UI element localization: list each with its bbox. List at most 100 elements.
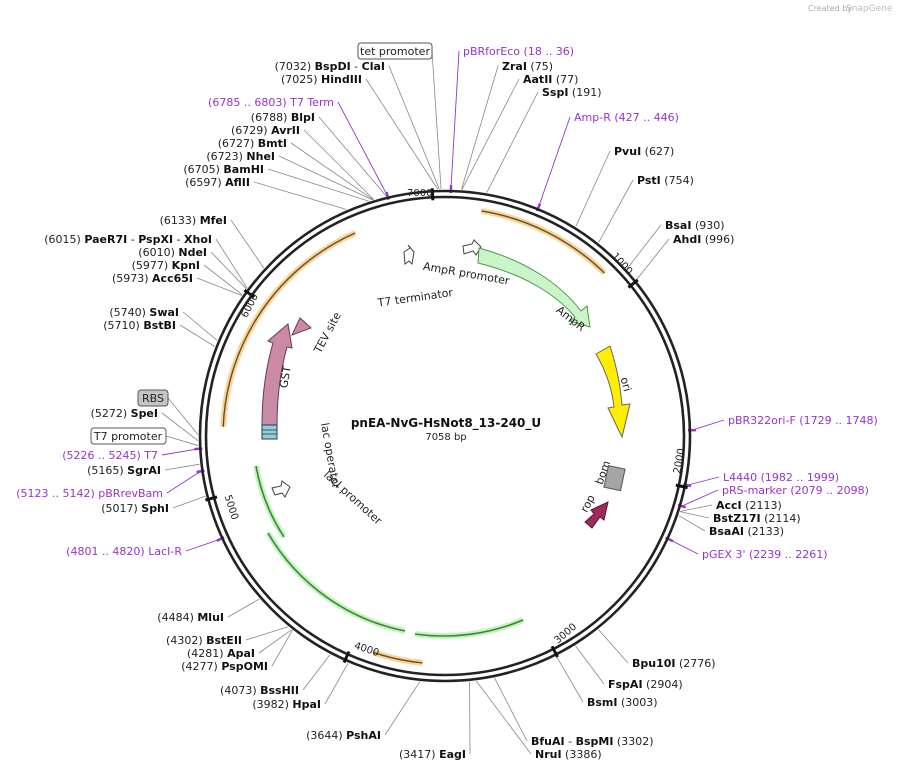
enzyme-site-mfei[interactable]: (6133) MfeI bbox=[160, 214, 227, 227]
feature-bom-box[interactable] bbox=[603, 464, 626, 492]
feature-lac-operator-box[interactable] bbox=[261, 424, 278, 440]
enzyme-site-bsteii[interactable]: (4302) BstEII bbox=[166, 634, 242, 647]
site-line-627 bbox=[575, 150, 611, 227]
primer-t7[interactable]: (5226 .. 5245) T7 bbox=[62, 449, 158, 462]
enzyme-position: (7025) bbox=[281, 73, 321, 86]
enzyme-site-hindiii[interactable]: (7025) HindIII bbox=[281, 73, 362, 86]
plasmid-size: 7058 bp bbox=[425, 432, 466, 443]
enzyme-position: (5740) bbox=[109, 306, 149, 319]
enzyme-site-bspdi[interactable]: (7032) BspDI - ClaI bbox=[275, 60, 385, 73]
enzyme-site-pvui[interactable]: PvuI (627) bbox=[614, 145, 674, 158]
feature-gst-arrow[interactable] bbox=[261, 323, 293, 426]
enzyme-name: PspOMI bbox=[221, 660, 268, 673]
enzyme-name: HindIII bbox=[321, 73, 362, 86]
site-line-3644 bbox=[384, 681, 421, 736]
feature-t7-terminator-arrow[interactable] bbox=[403, 244, 415, 266]
enzyme-site-bsaai[interactable]: BsaAI (2133) bbox=[709, 525, 784, 538]
enzyme-name: HpaI bbox=[292, 698, 321, 711]
enzyme-site-bpu10i[interactable]: Bpu10I (2776) bbox=[632, 657, 716, 670]
enzyme-site-nrui[interactable]: NruI (3386) bbox=[535, 748, 602, 761]
enzyme-site-hpai[interactable]: (3982) HpaI bbox=[252, 698, 321, 711]
site-line-6788 bbox=[318, 116, 387, 197]
enzyme-site-nhei[interactable]: (6723) NheI bbox=[206, 150, 275, 163]
enzyme-site-bsshii[interactable]: (4073) BssHII bbox=[220, 684, 299, 697]
enzyme-site-ndei[interactable]: (6010) NdeI bbox=[138, 246, 207, 259]
primer-t7-term[interactable]: (6785 .. 6803) T7 Term bbox=[208, 96, 334, 109]
orf-arcs bbox=[220, 207, 607, 666]
enzyme-site-bfuai[interactable]: BfuAI - BspMI (3302) bbox=[531, 735, 654, 748]
feature-label-tev: TEV site bbox=[311, 310, 344, 357]
enzyme-name: BssHII bbox=[260, 684, 299, 697]
enzyme-site-bstbi[interactable]: (5710) BstBI bbox=[103, 319, 176, 332]
enzyme-site-bamhi[interactable]: (6705) BamHI bbox=[183, 163, 264, 176]
site-line-191 bbox=[486, 91, 539, 193]
primer-pbr322ori-f[interactable]: pBR322ori-F (1729 .. 1748) bbox=[728, 414, 878, 427]
enzyme-site-pspomi[interactable]: (4277) PspOMI bbox=[181, 660, 268, 673]
feature-ori-arrow[interactable] bbox=[595, 345, 631, 439]
site-line-4277 bbox=[271, 630, 293, 667]
enzyme-position: (5710) bbox=[103, 319, 143, 332]
tick-5000 bbox=[205, 495, 218, 502]
enzyme-position: (75) bbox=[527, 60, 553, 73]
tick-6000 bbox=[243, 288, 256, 299]
enzyme-site-mlui[interactable]: (4484) MluI bbox=[157, 611, 224, 624]
enzyme-site-acci[interactable]: AccI (2113) bbox=[716, 499, 782, 512]
primer-laci-r[interactable]: (4801 .. 4820) LacI-R bbox=[66, 545, 182, 558]
primer-l4440[interactable]: L4440 (1982 .. 1999) bbox=[723, 471, 839, 484]
enzyme-site-eagi[interactable]: (3417) EagI bbox=[399, 748, 466, 761]
primer-pbrforeco[interactable]: pBRforEco (18 .. 36) bbox=[463, 45, 574, 58]
site-line-2904 bbox=[575, 645, 605, 685]
primer-prs-marker[interactable]: pRS-marker (2079 .. 2098) bbox=[722, 484, 869, 497]
enzyme-site-aatii[interactable]: AatII (77) bbox=[523, 73, 578, 86]
site-line-930 bbox=[626, 224, 662, 270]
enzyme-position: (2113) bbox=[742, 499, 782, 512]
primer-pbrrevbam[interactable]: (5123 .. 5142) pBRrevBam bbox=[16, 487, 163, 500]
feature-rop-arrow[interactable] bbox=[584, 501, 609, 529]
enzyme-position: (3982) bbox=[252, 698, 292, 711]
feature-tev-arrow[interactable] bbox=[291, 317, 312, 336]
enzyme-site-avrii[interactable]: (6729) AvrII bbox=[231, 124, 300, 137]
enzyme-site-spei[interactable]: (5272) SpeI bbox=[91, 407, 158, 420]
tick-1000 bbox=[627, 278, 639, 289]
enzyme-name: FspAI bbox=[608, 678, 643, 691]
enzyme-name: BlpI bbox=[291, 111, 315, 124]
enzyme-name: SwaI bbox=[149, 306, 179, 319]
enzyme-site-apai[interactable]: (4281) ApaI bbox=[187, 647, 255, 660]
enzyme-name: KpnI bbox=[172, 259, 200, 272]
enzyme-site-kpni[interactable]: (5977) KpnI bbox=[132, 259, 200, 272]
enzyme-site-sspi[interactable]: SspI (191) bbox=[542, 86, 602, 99]
enzyme-site-psti[interactable]: PstI (754) bbox=[637, 174, 694, 187]
enzyme-site-bsmi[interactable]: BsmI (3003) bbox=[587, 696, 658, 709]
enzyme-labels: (7032) BspDI - ClaI(7025) HindIII (6788) … bbox=[44, 60, 800, 761]
enzyme-site-aflii[interactable]: (6597) AflII bbox=[185, 176, 250, 189]
primer-labels: pBRforEco (18 .. 36) Amp-R (427 .. 446) pB… bbox=[16, 45, 878, 561]
enzyme-site-fspai[interactable]: FspAI (2904) bbox=[608, 678, 683, 691]
enzyme-site-pshai[interactable]: (3644) PshAI bbox=[306, 729, 381, 742]
svg-text:RBS: RBS bbox=[142, 392, 164, 405]
enzyme-site-bsai[interactable]: BsaI (930) bbox=[665, 219, 725, 232]
enzyme-site-ahdi[interactable]: AhdI (996) bbox=[673, 233, 734, 246]
enzyme-position: (4281) bbox=[187, 647, 227, 660]
site-line-7032 bbox=[388, 65, 440, 190]
enzyme-site-bstz17i[interactable]: BstZ17I (2114) bbox=[713, 512, 801, 525]
enzyme-site-swai[interactable]: (5740) SwaI bbox=[109, 306, 179, 319]
enzyme-site-blpi[interactable]: (6788) BlpI bbox=[251, 111, 315, 124]
feature-ampr-arrow[interactable] bbox=[477, 247, 591, 328]
enzyme-site-sphi[interactable]: (5017) SphI bbox=[101, 502, 169, 515]
enzyme-site-paer7i[interactable]: (6015) PaeR7I - PspXI - XhoI bbox=[44, 233, 212, 246]
tick-label-7000: 7000 bbox=[407, 188, 432, 199]
enzyme-site-bmti[interactable]: (6727) BmtI bbox=[218, 137, 287, 150]
backbone-outer bbox=[198, 189, 692, 683]
primer-pgex-3-[interactable]: pGEX 3' (2239 .. 2261) bbox=[702, 548, 828, 561]
enzyme-position: (6705) bbox=[183, 163, 223, 176]
feature-laci-promoter-arrow[interactable] bbox=[271, 480, 291, 498]
label-rbs[interactable]: RBS bbox=[137, 389, 169, 407]
orf-arc-1 bbox=[481, 210, 605, 274]
label-tet-promoter[interactable]: tet promoter bbox=[357, 42, 433, 60]
label-t7-promoter[interactable]: T7 promoter bbox=[90, 427, 167, 445]
primer-amp-r[interactable]: Amp-R (427 .. 446) bbox=[574, 111, 679, 124]
primer-line-4810 bbox=[185, 538, 221, 552]
enzyme-site-sgrai[interactable]: (5165) SgrAI bbox=[87, 464, 161, 477]
enzyme-site-acc65i[interactable]: (5973) Acc65I bbox=[112, 272, 193, 285]
enzyme-site-zrai[interactable]: ZraI (75) bbox=[502, 60, 553, 73]
